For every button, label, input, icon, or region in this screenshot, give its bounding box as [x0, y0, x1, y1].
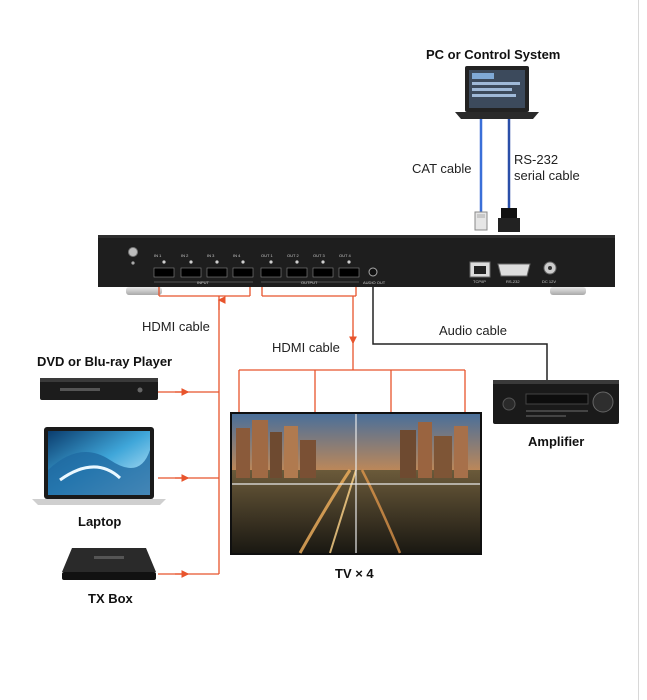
- rs232-port-label: RS-232: [506, 279, 520, 284]
- port-label-in1: IN 1: [154, 253, 162, 258]
- matrix-switcher-device: [98, 235, 615, 295]
- dc-power-label: DC 12V: [542, 279, 557, 284]
- port-label-out3: OUT 3: [313, 253, 325, 258]
- audio-cable-line: [372, 287, 548, 380]
- hdmi-input-cable-label: HDMI cable: [142, 319, 210, 334]
- pc-label: PC or Control System: [426, 47, 561, 62]
- port-label-out1: OUT 1: [261, 253, 273, 258]
- laptop-icon: [32, 427, 166, 505]
- audio-out-jack: [368, 267, 378, 277]
- hdmi-ports: [153, 267, 360, 278]
- rj45-plug-icon: [474, 211, 488, 231]
- output-group-label: OUTPUT: [301, 280, 318, 285]
- tx-box-icon: [62, 548, 156, 580]
- cat-cable-label: CAT cable: [412, 161, 472, 176]
- port-label-in4: IN 4: [233, 253, 241, 258]
- tv-label: TV × 4: [335, 566, 374, 581]
- tcp-ip-label: TCP/IP: [473, 279, 486, 284]
- port-label-in3: IN 3: [207, 253, 215, 258]
- laptop-label: Laptop: [78, 514, 122, 529]
- rs232-port: [497, 263, 531, 277]
- dvd-label: DVD or Blu-ray Player: [37, 354, 173, 369]
- port-label-out2: OUT 2: [287, 253, 299, 258]
- audio-cable-label: Audio cable: [439, 323, 507, 338]
- port-leds: [162, 260, 351, 264]
- rs232-label-line2: serial cable: [514, 168, 580, 183]
- port-label-out4: OUT 4: [339, 253, 351, 258]
- amplifier-icon: [493, 380, 619, 424]
- rs232-label-line1: RS-232: [514, 152, 559, 167]
- hdmi-output-cable-label: HDMI cable: [272, 340, 340, 355]
- db9-plug-icon: [498, 208, 520, 232]
- input-group-label: INPUT: [197, 280, 209, 285]
- amplifier-label: Amplifier: [528, 434, 585, 449]
- dvd-player-icon: [40, 378, 158, 400]
- audio-out-label: AUDIO OUT: [363, 280, 386, 285]
- txbox-label: TX Box: [88, 591, 133, 606]
- page-edge-divider: [638, 0, 639, 700]
- video-wall: [230, 412, 482, 555]
- pc-laptop-icon: [455, 66, 539, 119]
- port-label-in2: IN 2: [181, 253, 189, 258]
